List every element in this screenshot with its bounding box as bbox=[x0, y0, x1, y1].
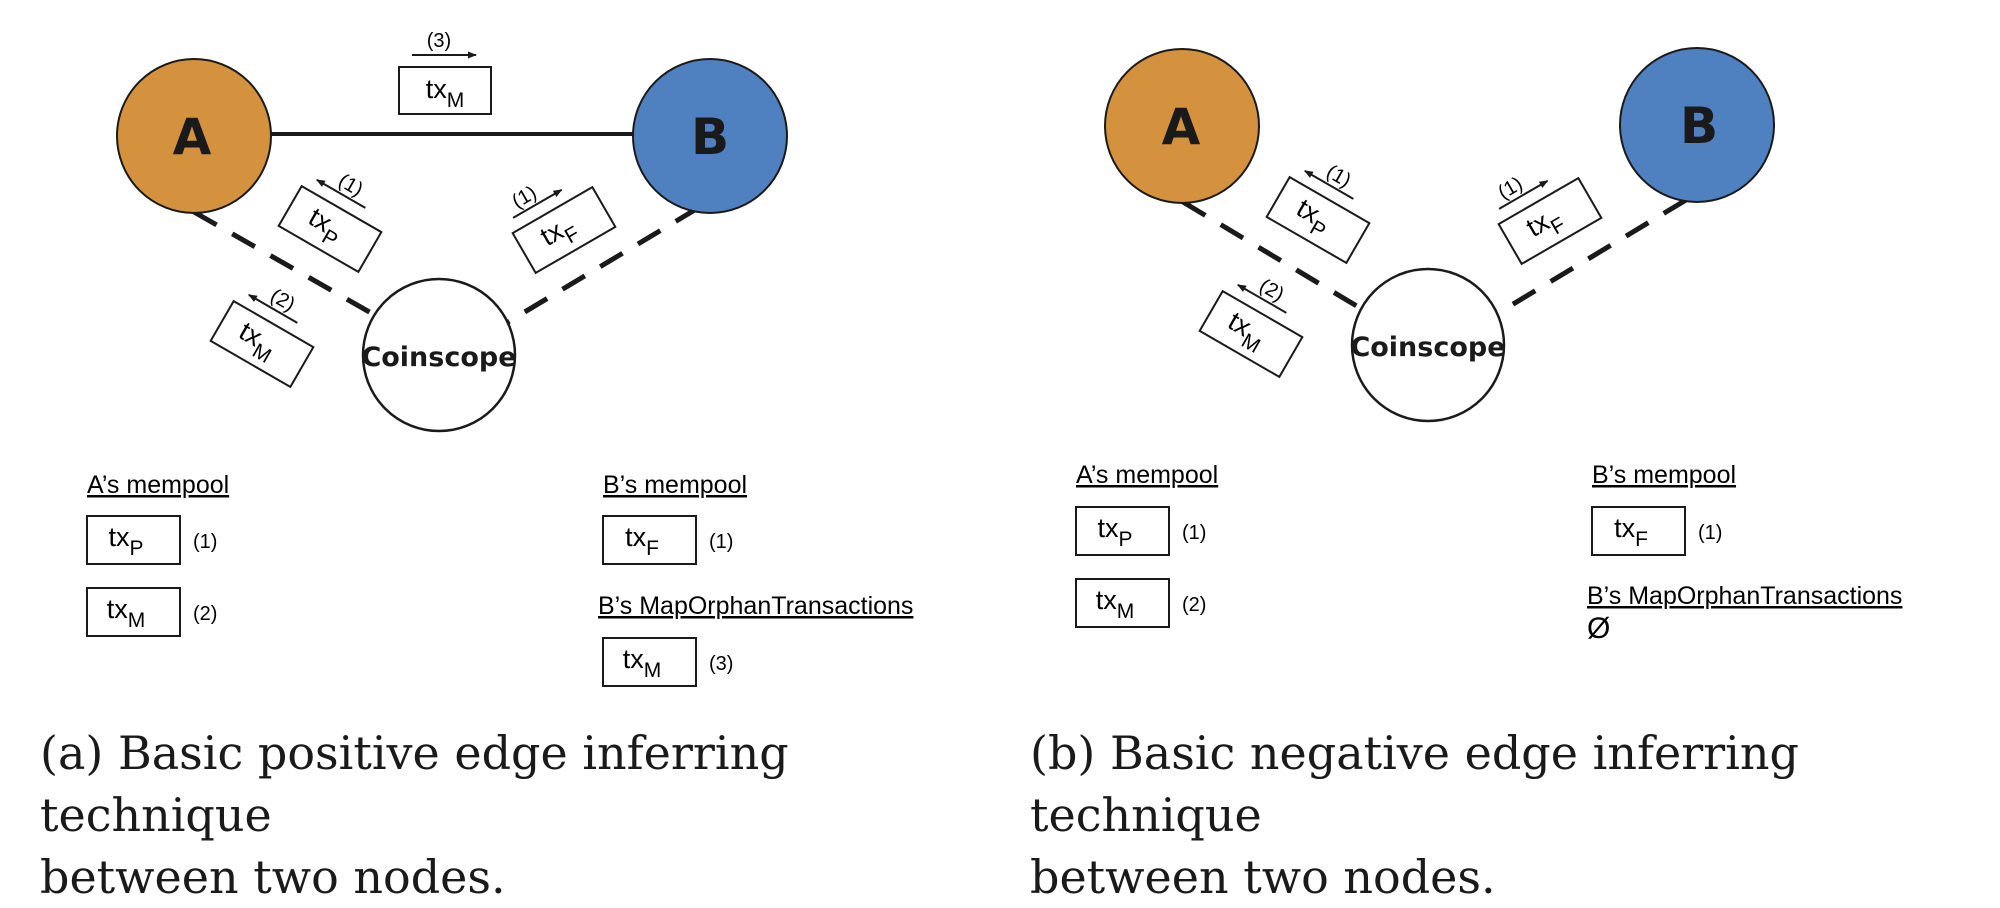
caption-a: (a) Basic positive edge inferring techni… bbox=[40, 726, 789, 904]
node-a bbox=[1104, 48, 1260, 204]
tx-m-message-2: (2) txM bbox=[209, 285, 315, 389]
mempool-tx-box bbox=[602, 515, 697, 565]
edge-a-coinscope bbox=[1181, 199, 1362, 311]
edge-b-coinscope bbox=[506, 205, 700, 325]
a-mempool: A’s mempool txP (1) txM (2) bbox=[86, 471, 229, 637]
orphan-tx-box bbox=[602, 637, 697, 687]
mempool-tx-box bbox=[1075, 506, 1170, 556]
panel-a: A B Coinscope (3) txM (1) txP (1) txF bbox=[86, 30, 913, 687]
mempool-tx-box bbox=[86, 515, 181, 565]
mempool-tx-box bbox=[1591, 506, 1686, 556]
edge-b-coinscope bbox=[1498, 197, 1688, 315]
arrow-1 bbox=[512, 188, 563, 219]
tx-m-message-2: (2) txM bbox=[1198, 275, 1304, 379]
orphan-step: (3) bbox=[709, 653, 733, 675]
step-label: (1) bbox=[1322, 161, 1354, 192]
mempool-step: (2) bbox=[1182, 594, 1206, 616]
mempool-tx-label: txF bbox=[1614, 513, 1648, 551]
b-mempool-title: B’s mempool bbox=[603, 471, 747, 499]
step-label: (1) bbox=[1494, 173, 1526, 204]
a-mempool-title: A’s mempool bbox=[87, 471, 229, 499]
arrow-2 bbox=[1237, 283, 1287, 314]
node-b bbox=[1619, 47, 1775, 203]
b-mempool: B’s mempool txF (1) B’s MapOrphanTransac… bbox=[1587, 461, 1902, 645]
step-label: (2) bbox=[266, 285, 298, 316]
mempool-tx-box bbox=[1075, 578, 1170, 628]
mempool-step: (1) bbox=[1698, 522, 1722, 544]
node-coinscope-label: Coinscope bbox=[361, 342, 516, 373]
mempool-step: (1) bbox=[193, 531, 217, 553]
tx-box bbox=[1198, 289, 1304, 379]
node-a bbox=[116, 58, 272, 214]
mempool-step: (1) bbox=[709, 531, 733, 553]
tx-box bbox=[398, 66, 492, 115]
edge-a-coinscope bbox=[192, 209, 382, 321]
mempool-tx-label: txF bbox=[625, 522, 659, 560]
tx-f-message-1: (1) txF bbox=[508, 182, 617, 275]
tx-m-message-3: (3) txM bbox=[398, 30, 492, 115]
b-orphan-title: B’s MapOrphanTransactions bbox=[1587, 582, 1902, 610]
arrow-1 bbox=[316, 178, 366, 209]
tx-box bbox=[1265, 175, 1371, 265]
tx-box bbox=[277, 184, 383, 274]
arrow-1 bbox=[1304, 169, 1354, 200]
mempool-tx-label: txP bbox=[1097, 513, 1132, 551]
tx-box bbox=[209, 299, 315, 389]
b-mempool: B’s mempool txF (1) B’s MapOrphanTransac… bbox=[598, 471, 913, 687]
node-b bbox=[632, 58, 788, 214]
a-mempool: A’s mempool txP (1) txM (2) bbox=[1075, 461, 1218, 628]
tx-label: txM bbox=[426, 74, 465, 112]
node-coinscope-label: Coinscope bbox=[1350, 332, 1505, 363]
mempool-tx-label: txM bbox=[1096, 585, 1135, 623]
b-mempool-title: B’s mempool bbox=[1592, 461, 1736, 489]
mempool-tx-box bbox=[86, 587, 181, 637]
node-b-label: B bbox=[691, 108, 729, 166]
step-label: (3) bbox=[427, 30, 451, 52]
step-label: (2) bbox=[1255, 275, 1287, 306]
empty-set-symbol: Ø bbox=[1587, 612, 1610, 645]
caption-b: (b) Basic negative edge inferring techni… bbox=[1030, 726, 1799, 904]
mempool-step: (1) bbox=[1182, 522, 1206, 544]
node-coinscope bbox=[1350, 267, 1506, 423]
orphan-tx-label: txM bbox=[623, 644, 662, 682]
a-mempool-title: A’s mempool bbox=[1076, 461, 1218, 489]
arrow-1 bbox=[1498, 179, 1549, 210]
tx-box bbox=[1497, 176, 1603, 266]
arrow-2 bbox=[248, 293, 298, 324]
node-a-label: A bbox=[173, 108, 212, 166]
step-label: (1) bbox=[334, 170, 366, 201]
tx-box bbox=[511, 185, 617, 275]
b-orphan-title: B’s MapOrphanTransactions bbox=[598, 592, 913, 620]
mempool-tx-label: txM bbox=[107, 594, 146, 632]
node-b-label: B bbox=[1680, 97, 1718, 155]
node-a-label: A bbox=[1162, 98, 1201, 156]
node-coinscope bbox=[361, 277, 517, 433]
mempool-tx-label: txP bbox=[108, 522, 143, 560]
panel-b: A B Coinscope (1) txP (1) txF (2) txM A bbox=[1075, 47, 1902, 645]
tx-p-message-1: (1) txP bbox=[1265, 161, 1371, 265]
step-label: (1) bbox=[508, 182, 540, 213]
tx-p-message-1: (1) txP bbox=[277, 170, 383, 274]
tx-f-message-1: (1) txF bbox=[1494, 173, 1603, 266]
mempool-step: (2) bbox=[193, 603, 217, 625]
